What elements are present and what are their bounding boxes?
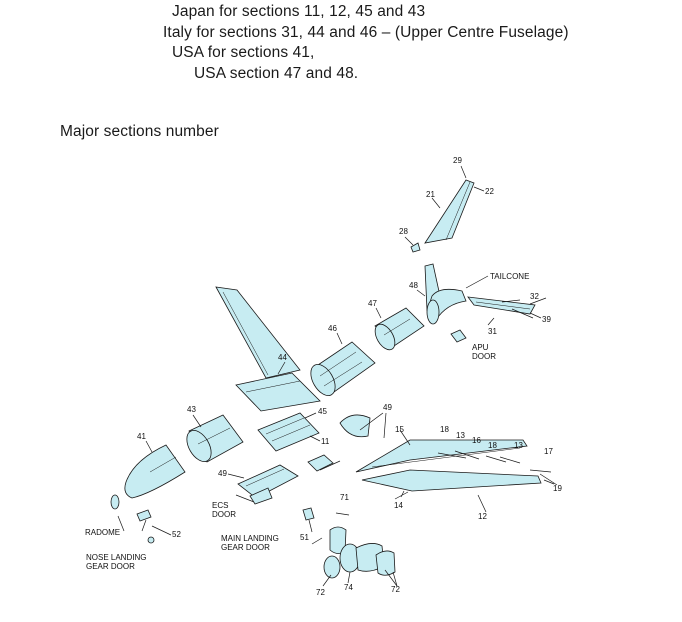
header-line-1: Japan for sections 11, 12, 45 and 43 — [172, 3, 426, 20]
label-46: 46 — [328, 324, 337, 333]
main-gear-door — [307, 454, 341, 472]
diagram-labels: 29 21 22 28 TAILCONE 48 32 39 47 31 APU … — [85, 156, 562, 597]
label-39: 39 — [542, 315, 551, 324]
engine-parts — [323, 526, 396, 579]
label-45: 45 — [318, 407, 327, 416]
tailcone-section — [424, 263, 467, 325]
label-13a: 13 — [456, 431, 465, 440]
label-41: 41 — [137, 432, 146, 441]
label-51: 51 — [300, 533, 309, 542]
label-71: 71 — [340, 493, 349, 502]
label-43: 43 — [187, 405, 196, 414]
label-74: 74 — [344, 583, 353, 592]
vertical-fin — [424, 179, 475, 244]
fuselage-section-47 — [374, 307, 425, 351]
figure-caption: Major sections number — [60, 123, 219, 140]
label-52: 52 — [172, 530, 181, 539]
nose-gear-door — [136, 509, 172, 544]
label-49a: 49 — [383, 403, 392, 412]
radome — [110, 494, 120, 510]
leader-lines — [117, 165, 555, 587]
label-ecs-2: DOOR — [212, 510, 236, 519]
label-13b: 13 — [514, 441, 523, 450]
label-nose-gear-2: GEAR DOOR — [86, 562, 135, 571]
label-31: 31 — [488, 327, 497, 336]
header-line-3: USA for sections 41, — [172, 44, 315, 61]
label-48: 48 — [409, 281, 418, 290]
label-main-gear-1: MAIN LANDING — [221, 534, 279, 543]
label-11: 11 — [321, 437, 330, 446]
fin-tip-28 — [410, 242, 421, 253]
wing-center-section-45 — [257, 412, 320, 452]
label-12: 12 — [478, 512, 487, 521]
wing-section-44 — [215, 286, 321, 412]
label-72b: 72 — [391, 585, 400, 594]
label-28: 28 — [399, 227, 408, 236]
label-29: 29 — [453, 156, 462, 165]
label-tailcone: TAILCONE — [490, 272, 529, 281]
fairing-section-49 — [339, 414, 371, 438]
label-49b: 49 — [218, 469, 227, 478]
label-72a: 72 — [316, 588, 325, 597]
label-ecs-1: ECS — [212, 501, 228, 510]
label-18b: 18 — [488, 441, 497, 450]
label-47: 47 — [368, 299, 377, 308]
header-line-4: USA section 47 and 48. — [194, 65, 359, 82]
wing-to-body-fairings — [355, 439, 558, 500]
floor-section-49 — [237, 464, 299, 499]
fuselage-section-46 — [310, 341, 376, 396]
fuselage-section-43 — [186, 414, 244, 463]
label-14: 14 — [394, 501, 403, 510]
label-radome: RADOME — [85, 528, 120, 537]
label-apu-1: APU — [472, 343, 489, 352]
nose-section-41 — [124, 444, 186, 499]
label-16: 16 — [472, 436, 481, 445]
header-line-2: Italy for sections 31, 44 and 46 – (Uppe… — [163, 24, 569, 41]
label-18a: 18 — [440, 425, 449, 434]
horizontal-stabilizer — [467, 296, 536, 319]
label-nose-gear-1: NOSE LANDING — [86, 553, 146, 562]
label-15: 15 — [395, 425, 404, 434]
label-32: 32 — [530, 292, 539, 301]
label-17: 17 — [544, 447, 553, 456]
label-21: 21 — [426, 190, 435, 199]
label-22: 22 — [485, 187, 494, 196]
apu-door — [450, 329, 467, 343]
gear-part-51 — [302, 507, 315, 533]
ecs-door — [249, 487, 273, 505]
label-apu-2: DOOR — [472, 352, 496, 361]
label-main-gear-2: GEAR DOOR — [221, 543, 270, 552]
label-19: 19 — [553, 484, 562, 493]
label-44: 44 — [278, 353, 287, 362]
